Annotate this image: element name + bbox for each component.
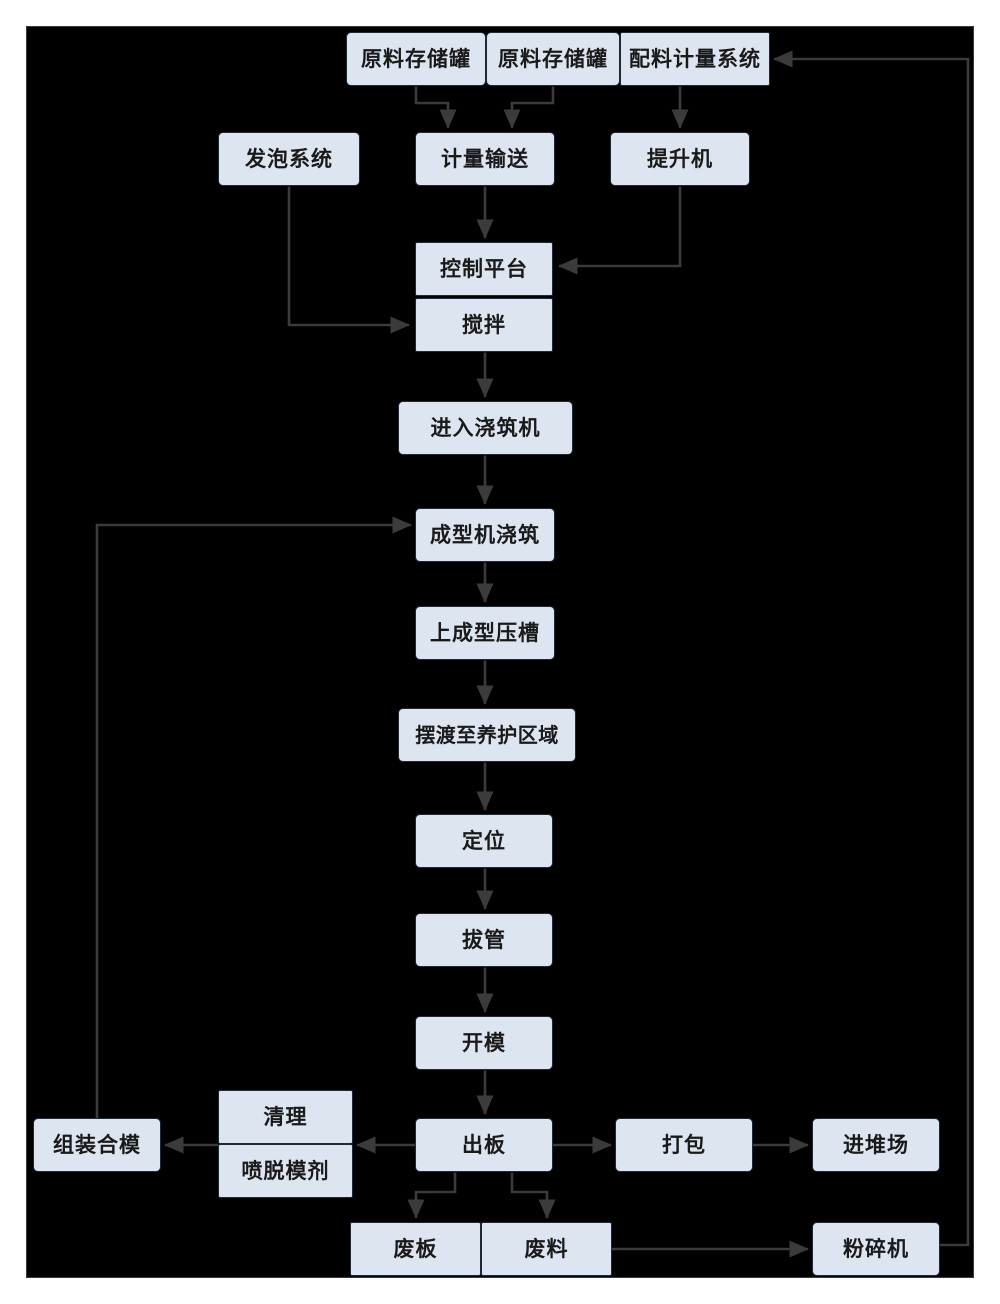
node-control-platform[interactable]: 控制平台 <box>415 242 553 296</box>
node-label: 原料存储罐 <box>361 46 471 71</box>
node-batching-system[interactable]: 配料计量系统 <box>620 32 770 86</box>
node-tank2[interactable]: 原料存储罐 <box>486 32 620 86</box>
node-label: 搅拌 <box>462 312 506 337</box>
node-waste-material[interactable]: 废料 <box>481 1222 612 1276</box>
node-hoist[interactable]: 提升机 <box>610 132 750 186</box>
node-spray-release-agent[interactable]: 喷脱模剂 <box>218 1144 353 1198</box>
node-foaming-system[interactable]: 发泡系统 <box>218 132 360 186</box>
node-label: 废板 <box>393 1236 438 1261</box>
node-enter-stockyard[interactable]: 进堆场 <box>812 1118 940 1172</box>
node-label: 提升机 <box>647 146 713 171</box>
node-board-output[interactable]: 出板 <box>415 1118 553 1172</box>
node-label: 成型机浇筑 <box>430 522 540 547</box>
node-crusher[interactable]: 粉碎机 <box>812 1222 940 1276</box>
node-label: 开模 <box>462 1030 506 1055</box>
node-label: 原料存储罐 <box>498 46 608 71</box>
node-waste-board[interactable]: 废板 <box>350 1222 481 1276</box>
node-cleaning[interactable]: 清理 <box>218 1090 353 1144</box>
node-label: 组装合模 <box>53 1132 141 1157</box>
node-label: 打包 <box>662 1132 706 1157</box>
node-label: 摆渡至养护区域 <box>415 723 559 747</box>
node-label: 控制平台 <box>440 256 528 281</box>
node-upper-forming-press-slot[interactable]: 上成型压槽 <box>415 606 555 660</box>
node-label: 废料 <box>524 1236 569 1261</box>
node-label: 清理 <box>263 1104 308 1129</box>
node-packing[interactable]: 打包 <box>615 1118 753 1172</box>
node-ferry-to-curing-area[interactable]: 摆渡至养护区域 <box>398 708 576 762</box>
node-forming-machine-casting[interactable]: 成型机浇筑 <box>415 508 555 562</box>
node-enter-casting-machine[interactable]: 进入浇筑机 <box>398 401 573 455</box>
node-tank1[interactable]: 原料存储罐 <box>346 32 486 86</box>
node-demold[interactable]: 开模 <box>415 1016 553 1070</box>
node-label: 粉碎机 <box>843 1236 909 1261</box>
node-assemble-mold[interactable]: 组装合模 <box>33 1118 161 1172</box>
node-positioning[interactable]: 定位 <box>415 814 553 868</box>
node-mixing[interactable]: 搅拌 <box>415 298 553 352</box>
node-label: 拔管 <box>462 927 506 952</box>
node-label: 出板 <box>462 1132 506 1157</box>
node-label: 上成型压槽 <box>430 620 540 645</box>
node-label: 计量输送 <box>441 146 529 171</box>
node-metering-conveyor[interactable]: 计量输送 <box>415 132 555 186</box>
node-label: 发泡系统 <box>245 146 333 171</box>
node-label: 进入浇筑机 <box>430 415 541 440</box>
node-label: 进堆场 <box>843 1132 909 1157</box>
node-label: 配料计量系统 <box>629 46 761 71</box>
node-label: 定位 <box>462 828 506 853</box>
node-label: 喷脱模剂 <box>241 1158 330 1183</box>
node-pull-pipe[interactable]: 拔管 <box>415 913 553 967</box>
